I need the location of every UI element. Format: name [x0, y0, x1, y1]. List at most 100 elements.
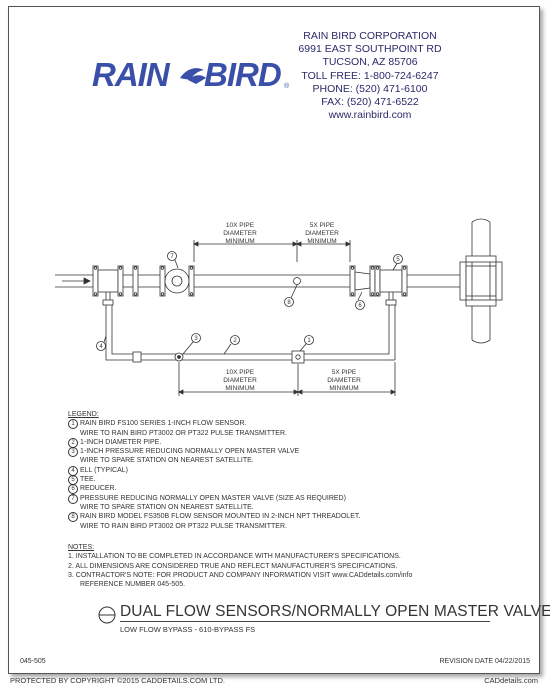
dim-top-left-line-1: 10X PIPE — [226, 222, 255, 229]
legend-item-continuation: WIRE TO RAIN BIRD PT3002 OR PT322 PULSE … — [80, 522, 287, 530]
callout-7-circle — [167, 251, 177, 261]
callout-2: 2 — [233, 338, 237, 344]
cross-flange-right — [495, 261, 503, 301]
company-address-2: TUCSON, AZ 85706 — [322, 56, 418, 69]
flange-pre-valve — [132, 265, 139, 297]
dim-bottom-right-line-1: 5X PIPE — [332, 369, 357, 376]
tee-right-body — [379, 269, 403, 293]
callout-1: 1 — [307, 338, 311, 344]
piping-diagram: 10X PIPE DIAMETER MINIMUM 5X PIPE DIAMET… — [55, 218, 503, 396]
cross-body — [465, 265, 497, 297]
legend-item-continuation: WIRE TO SPARE STATION ON NEAREST SATELLI… — [80, 457, 254, 465]
legend-item-text: 1-INCH PRESSURE REDUCING NORMALLY OPEN M… — [80, 448, 300, 456]
callout-8: 8 — [287, 300, 291, 306]
tee-left-body — [97, 269, 119, 293]
legend-item-text: RAIN BIRD FS100 SERIES 1-INCH FLOW SENSO… — [80, 420, 247, 428]
valve-7-body — [164, 268, 190, 294]
bypass-union — [132, 351, 142, 363]
notes-header: NOTES: — [68, 544, 95, 551]
note-item: 1. INSTALLATION TO BE COMPLETED IN ACCOR… — [68, 553, 401, 561]
legend-item-number: 8 — [68, 512, 78, 523]
dim-bottom-left-line-1: 10X PIPE — [226, 369, 255, 376]
flange-right-2 — [369, 265, 376, 297]
legend-item-text: PRESSURE REDUCING NORMALLY OPEN MASTER V… — [80, 494, 346, 502]
legend-item-text: ELL (TYPICAL) — [80, 466, 128, 474]
company-website[interactable]: www.rainbird.com — [328, 109, 412, 122]
legend-item-continuation: WIRE TO RAIN BIRD PT3002 OR PT322 PULSE … — [80, 429, 287, 437]
legend-item-text: REDUCER. — [80, 485, 117, 493]
dim-bottom-right-line-2: DIAMETER — [327, 377, 361, 384]
company-name: RAIN BIRD CORPORATION — [303, 30, 437, 42]
cross-flange-bottom — [465, 299, 497, 307]
reducer-6 — [354, 271, 371, 291]
legend-item-number: 7 — [68, 493, 78, 504]
callout-1-circle — [304, 335, 314, 345]
drawing-title: DUAL FLOW SENSORS/NORMALLY OPEN MASTER V… — [120, 603, 550, 620]
right-riser-fitting — [385, 299, 397, 306]
callout-6: 6 — [358, 303, 362, 309]
company-info: RAIN BIRD CORPORATION 6991 EAST SOUTHPOI… — [270, 30, 470, 122]
legend-item-text: TEE. — [80, 476, 96, 484]
bolt — [93, 266, 98, 270]
caddetails-link[interactable]: CADdetails.com — [484, 676, 538, 685]
flange-right-1 — [349, 265, 356, 297]
copyright-text: PROTECTED BY COPYRIGHT ©2015 CADDETAILS.… — [10, 676, 226, 685]
valve-7-bonnet — [171, 275, 183, 287]
drawing-sheet — [8, 6, 540, 674]
callout-6-circle — [355, 300, 365, 310]
cross-flange-top — [465, 255, 497, 263]
flow-sensor-8 — [293, 277, 301, 285]
dim-bottom-left-line-2: DIAMETER — [223, 377, 257, 384]
legend-item-continuation: WIRE TO SPARE STATION ON NEAREST SATELLI… — [80, 503, 254, 511]
svg-text:BIRD: BIRD — [204, 56, 281, 93]
callout-5: 5 — [396, 257, 400, 263]
note-item: 3. CONTRACTOR'S NOTE: FOR PRODUCT AND CO… — [68, 571, 413, 579]
cross-flange-left — [459, 261, 467, 301]
callout-4: 4 — [99, 344, 103, 350]
flange-left-1 — [92, 265, 99, 297]
dim-top-right-line-1: 5X PIPE — [310, 222, 335, 229]
callout-3-circle — [191, 333, 201, 343]
legend-item-text: 1-INCH DIAMETER PIPE. — [80, 438, 162, 446]
bolt — [118, 292, 123, 296]
flange-left-2 — [117, 265, 124, 297]
bolt — [118, 266, 123, 270]
bypass-flow-sensor-1 — [291, 350, 305, 364]
legend-item-number: 3 — [68, 447, 78, 458]
legend-header: LEGEND: — [68, 411, 99, 418]
revision-date: REVISION DATE 04/22/2015 — [439, 658, 530, 665]
rain-bird-logo: RAIN BIRD ® — [92, 56, 290, 93]
dim-top-left-line-2: DIAMETER — [223, 230, 257, 237]
callout-7: 7 — [170, 254, 174, 260]
tee-right-flange-right — [401, 265, 408, 297]
callout-4-circle — [96, 341, 106, 351]
dim-top-right-line-3: MINIMUM — [307, 238, 336, 245]
drawing-subtitle: LOW FLOW BYPASS - 610-BYPASS FS — [120, 625, 256, 634]
valve-7-flange-left — [159, 265, 166, 297]
dim-bottom-right-line-3: MINIMUM — [329, 385, 358, 392]
bolt — [93, 292, 98, 296]
callout-2-circle — [230, 335, 240, 345]
valve-7-flange-right — [188, 265, 195, 297]
company-phone: PHONE: (520) 471-6100 — [312, 82, 428, 95]
ell-left-4 — [105, 352, 118, 361]
callout-3: 3 — [194, 336, 198, 342]
dim-bottom-left-line-3: MINIMUM — [225, 385, 254, 392]
flow-arrow-head — [83, 277, 91, 285]
drawing-number: 045-505 — [20, 658, 46, 665]
note-item: 2. ALL DIMENSIONS ARE CONSIDERED TRUE AN… — [68, 562, 398, 570]
notes: NOTES: 1. INSTALLATION TO BE COMPLETED I… — [68, 543, 488, 589]
company-tollfree: TOLL FREE: 1-800-724-6247 — [301, 69, 439, 82]
left-riser-fitting — [102, 299, 114, 306]
legend-item-number: 1 — [68, 419, 78, 430]
tee-right-flange-left — [374, 265, 381, 297]
logo-registered-mark: ® — [284, 82, 290, 90]
